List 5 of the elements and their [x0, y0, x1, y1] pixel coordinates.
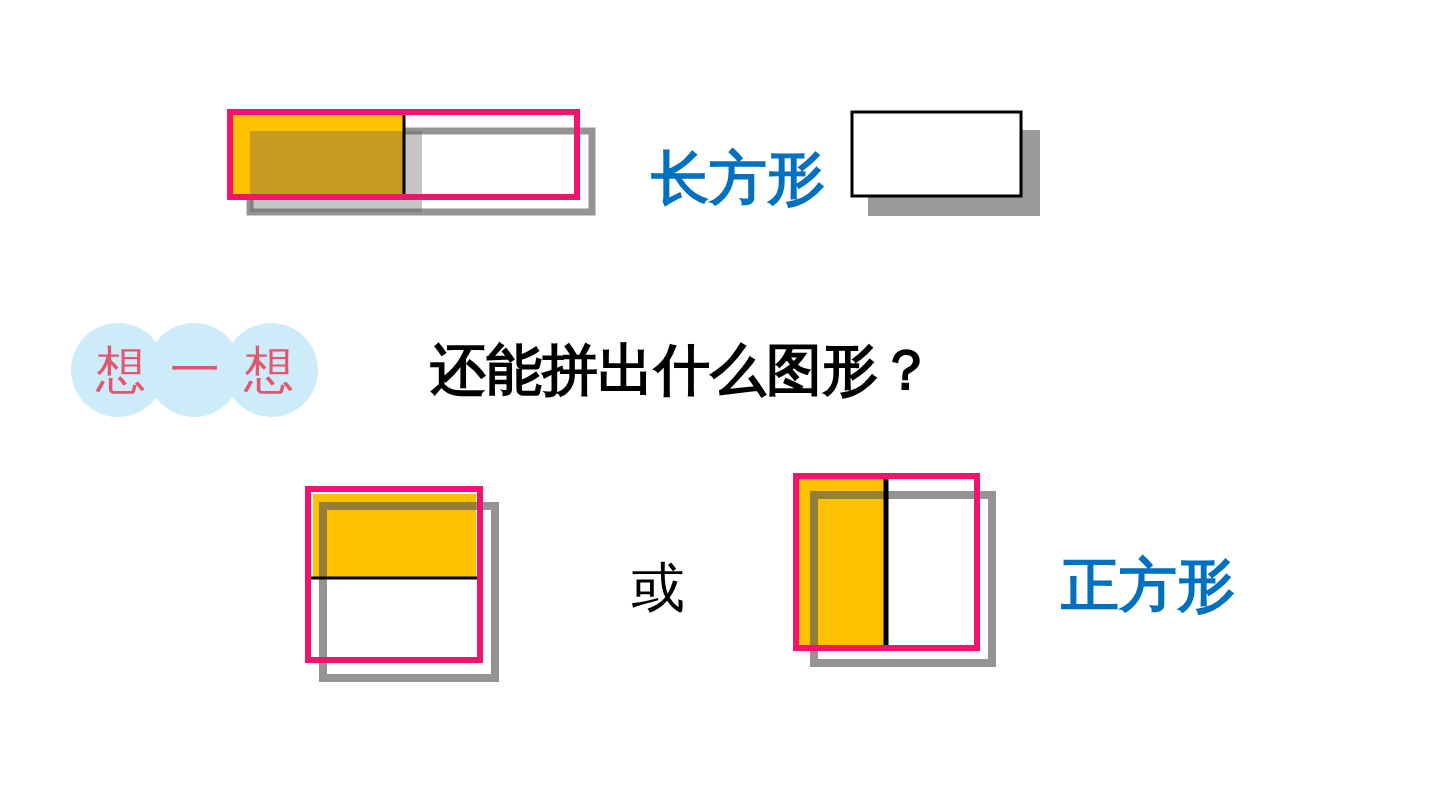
shape-name: 正方形 — [1061, 556, 1235, 614]
connector-word: 或 — [631, 561, 685, 615]
thought-badge: 想一想 — [71, 323, 318, 417]
question-text: 还能拼出什么图形？ — [430, 342, 934, 398]
shape-name: 长方形 — [651, 149, 825, 207]
